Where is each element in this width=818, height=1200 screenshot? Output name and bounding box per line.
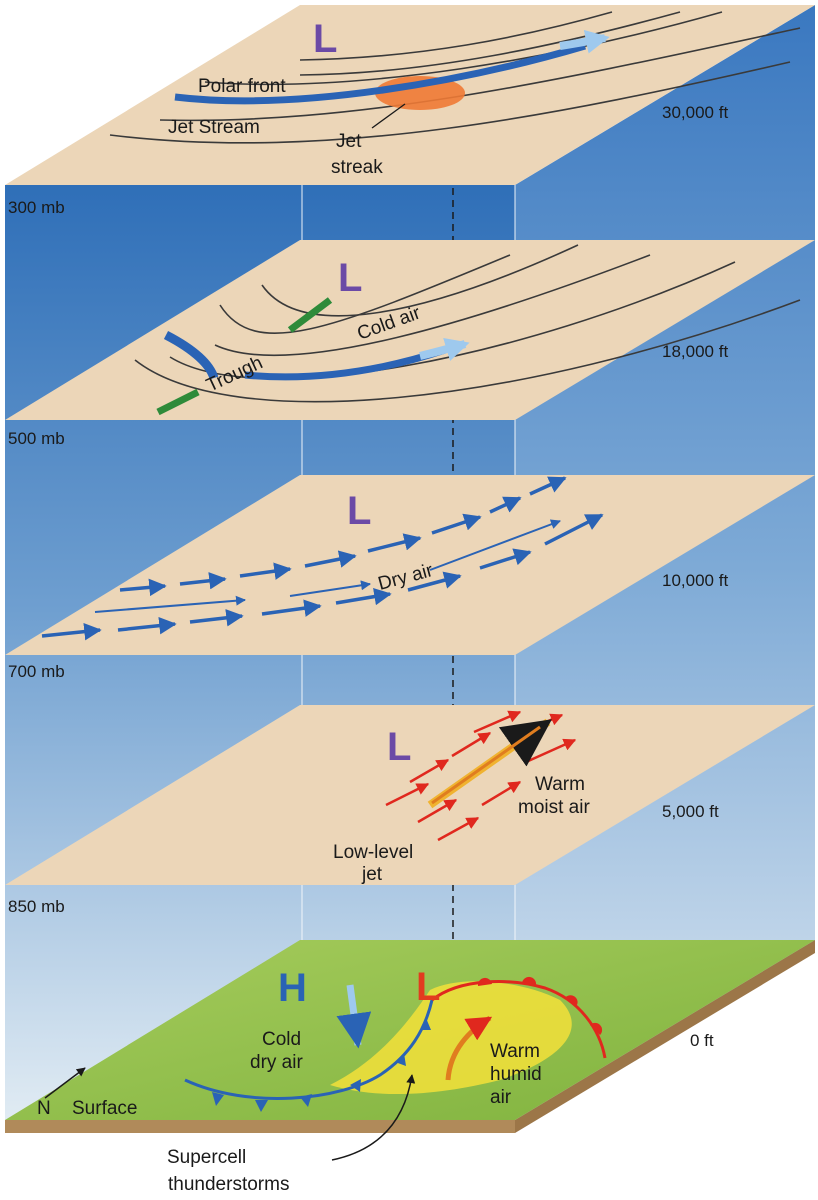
low-level-jet-label-1: Low-level — [333, 842, 413, 863]
low-level-jet-arrows — [385, 710, 577, 842]
supercell-pointer — [331, 1074, 416, 1161]
warm-humid-label-1: Warm — [490, 1041, 540, 1062]
low-level-jet-label-2: jet — [361, 864, 383, 885]
height-contours-18000 — [134, 244, 801, 403]
low-letter-5000: L — [387, 725, 411, 769]
low-letter-surface: L — [416, 965, 440, 1009]
cold-trough-lower — [156, 388, 200, 416]
jet-stream-label: Jet Stream — [168, 117, 260, 138]
warm-front-semicircles — [477, 976, 603, 1035]
north-arrow — [44, 1067, 86, 1099]
ground-edge-front — [5, 1120, 515, 1133]
altitude-0: 0 ft — [690, 1031, 714, 1050]
warm-moist-label-1: Warm — [535, 774, 585, 795]
altitude-10000: 10,000 ft — [662, 571, 728, 590]
supercell-label-2: thunderstorms — [168, 1174, 289, 1195]
jet-streak-pointer — [371, 103, 406, 129]
altitude-18000: 18,000 ft — [662, 342, 728, 361]
flow-arrows-10000 — [41, 476, 604, 641]
jet-stream-arrow — [174, 42, 586, 105]
jet-stream-arrow-head — [559, 29, 610, 54]
plane-5000 — [5, 705, 815, 885]
plane-18000 — [5, 240, 815, 420]
plane-10000 — [5, 475, 815, 655]
warm-moist-label-2: moist air — [518, 797, 590, 818]
trough-flow-arrow-head — [419, 338, 470, 362]
height-contours-30000 — [109, 11, 801, 144]
altitude-30000: 30,000 ft — [662, 103, 728, 122]
warm-front-line — [431, 980, 607, 1059]
jet-streak-label-1: Jet — [336, 131, 362, 152]
altitude-5000: 5,000 ft — [662, 802, 719, 821]
low-level-jet-main-arrow-core — [431, 725, 541, 805]
north-label: N — [37, 1098, 51, 1119]
cold-trough-upper — [287, 297, 333, 333]
high-letter-surface: H — [278, 966, 307, 1010]
pressure-500mb: 500 mb — [8, 429, 65, 448]
pressure-850mb: 850 mb — [8, 897, 65, 916]
ground-edge-side — [515, 940, 815, 1133]
low-letter-30000: L — [313, 17, 337, 61]
cold-front-line — [184, 999, 434, 1100]
cold-front-triangles — [212, 1018, 431, 1112]
warm-air-arrow — [445, 1015, 493, 1081]
low-letter-10000: L — [347, 489, 371, 533]
polar-front-label: Polar front — [198, 76, 286, 97]
low-letter-18000: L — [338, 256, 362, 300]
warm-humid-label-3: air — [490, 1087, 512, 1108]
supercell-label-1: Supercell — [167, 1147, 246, 1168]
cold-dry-label-1: Cold — [262, 1029, 301, 1050]
jet-streak-label-2: streak — [331, 157, 383, 178]
warm-humid-label-2: humid — [490, 1064, 542, 1085]
pressure-300mb: 300 mb — [8, 198, 65, 217]
trough-flow-curve — [163, 331, 219, 380]
cold-air-arrow — [336, 984, 372, 1049]
cold-dry-label-2: dry air — [250, 1052, 303, 1073]
pressure-700mb: 700 mb — [8, 662, 65, 681]
surface-label: Surface — [72, 1098, 137, 1119]
